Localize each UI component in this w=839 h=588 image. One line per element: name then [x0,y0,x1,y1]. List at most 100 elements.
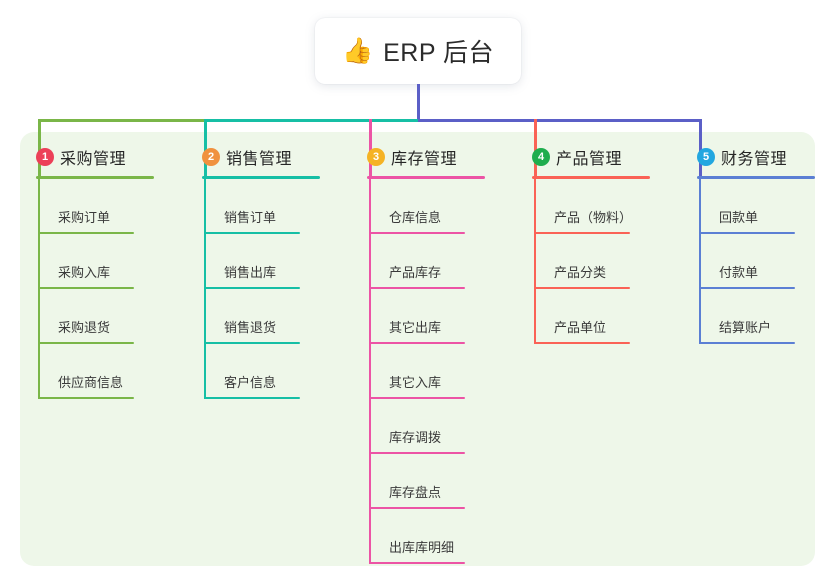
branch-item-underline [534,232,630,234]
branch-trunk-line [204,179,206,399]
branch-item-list: 产品（物料） 产品分类产品单位 [534,179,650,344]
branch-item[interactable]: 出库库明细 [369,509,485,564]
branch-item[interactable]: 回款单 [699,179,815,234]
branch-column-1: 1 采购管理采购订单采购入库采购退货供应商信息 [28,144,154,399]
branch-item-label: 销售出库 [224,265,277,280]
branch-number-badge: 4 [532,148,550,166]
branch-underline [532,176,650,179]
branch-item-label: 产品库存 [389,265,442,280]
bus-segment-green [38,119,204,122]
thumbs-up-icon: 👍 [341,36,374,65]
branch-item-underline [534,287,630,289]
branch-item[interactable]: 付款单 [699,234,815,289]
branch-number-badge: 1 [36,148,54,166]
branch-item-label: 采购退货 [58,320,111,335]
branch-item-underline [38,342,134,344]
branch-item[interactable]: 供应商信息 [38,344,154,399]
branch-item-label: 结算账户 [719,320,772,335]
branch-item[interactable]: 销售订单 [204,179,320,234]
branch-item[interactable]: 仓库信息 [369,179,485,234]
drop-line-2 [204,119,207,176]
branch-item[interactable]: 产品库存 [369,234,485,289]
branch-item-underline [369,342,465,344]
branch-title: 财务管理 [721,151,788,168]
branch-item[interactable]: 采购订单 [38,179,154,234]
branch-item-label: 回款单 [719,210,759,225]
branch-title: 采购管理 [60,151,127,168]
drop-line-4 [534,119,537,176]
branch-item-underline [369,562,465,564]
branch-item-label: 采购入库 [58,265,111,280]
drop-line-5 [699,119,702,176]
branch-item-label: 供应商信息 [58,375,124,390]
branch-item-underline [204,287,300,289]
bus-segment-blue [418,119,702,122]
branch-item[interactable]: 其它出库 [369,289,485,344]
branch-item-list: 仓库信息产品库存其它出库其它入库库存调拨库存盘点出库库明细 [369,179,485,564]
branch-trunk-line [534,179,536,344]
branch-header-1[interactable]: 1 采购管理 [28,144,148,170]
branch-item[interactable]: 采购入库 [38,234,154,289]
branch-item[interactable]: 其它入库 [369,344,485,399]
drop-line-3 [369,119,372,176]
branch-item[interactable]: 采购退货 [38,289,154,344]
branch-item[interactable]: 产品分类 [534,234,650,289]
branch-item-label: 库存盘点 [389,485,442,500]
branches-panel [20,132,815,566]
branch-item-label: 销售订单 [224,210,277,225]
branch-item-underline [38,287,134,289]
branch-item[interactable]: 产品单位 [534,289,650,344]
branch-item-label: 销售退货 [224,320,277,335]
branch-item-underline [699,342,795,344]
branch-trunk-line [699,179,701,344]
branch-number-badge: 2 [202,148,220,166]
branch-item-underline [369,397,465,399]
branch-item-list: 销售订单销售出库销售退货客户信息 [204,179,320,399]
branch-item[interactable]: 库存调拨 [369,399,485,454]
branch-underline [697,176,815,179]
branch-number-badge: 3 [367,148,385,166]
drop-line-1 [38,119,41,176]
branch-item-label: 产品（物料） [554,210,633,225]
branch-item-underline [369,287,465,289]
branch-header-5[interactable]: 5 财务管理 [689,144,809,170]
branch-number-badge: 5 [697,148,715,166]
branch-item-underline [369,232,465,234]
root-node-title: ERP 后台 [383,39,495,67]
branch-item[interactable]: 销售退货 [204,289,320,344]
branch-underline [367,176,485,179]
branch-trunk-line [369,179,371,564]
branch-item-label: 仓库信息 [389,210,442,225]
branch-item[interactable]: 销售出库 [204,234,320,289]
branch-item-underline [534,342,630,344]
branch-item[interactable]: 库存盘点 [369,454,485,509]
branch-item-label: 其它入库 [389,375,442,390]
branch-item[interactable]: 产品（物料） [534,179,650,234]
branch-column-5: 5 财务管理回款单付款单结算账户 [689,144,815,344]
branch-item-label: 采购订单 [58,210,111,225]
branch-item-label: 产品单位 [554,320,607,335]
branch-item-underline [204,232,300,234]
branch-underline [202,176,320,179]
branch-title: 销售管理 [226,151,293,168]
branch-header-4[interactable]: 4 产品管理 [524,144,644,170]
branch-item-list: 回款单付款单结算账户 [699,179,815,344]
branch-item-label: 客户信息 [224,375,277,390]
branch-item-underline [699,287,795,289]
root-node-erp-backend[interactable]: 👍 ERP 后台 [315,18,521,84]
branch-column-2: 2 销售管理销售订单销售出库销售退货客户信息 [194,144,320,399]
branch-header-2[interactable]: 2 销售管理 [194,144,314,170]
branch-column-4: 4 产品管理产品（物料） 产品分类产品单位 [524,144,650,344]
branch-title: 产品管理 [556,151,623,168]
branch-item-underline [38,232,134,234]
branch-item-underline [38,397,134,399]
root-stem-line [417,84,420,122]
branch-item-underline [369,452,465,454]
branch-item-label: 出库库明细 [389,540,455,555]
branch-item[interactable]: 结算账户 [699,289,815,344]
branch-item-underline [204,342,300,344]
branch-item[interactable]: 客户信息 [204,344,320,399]
